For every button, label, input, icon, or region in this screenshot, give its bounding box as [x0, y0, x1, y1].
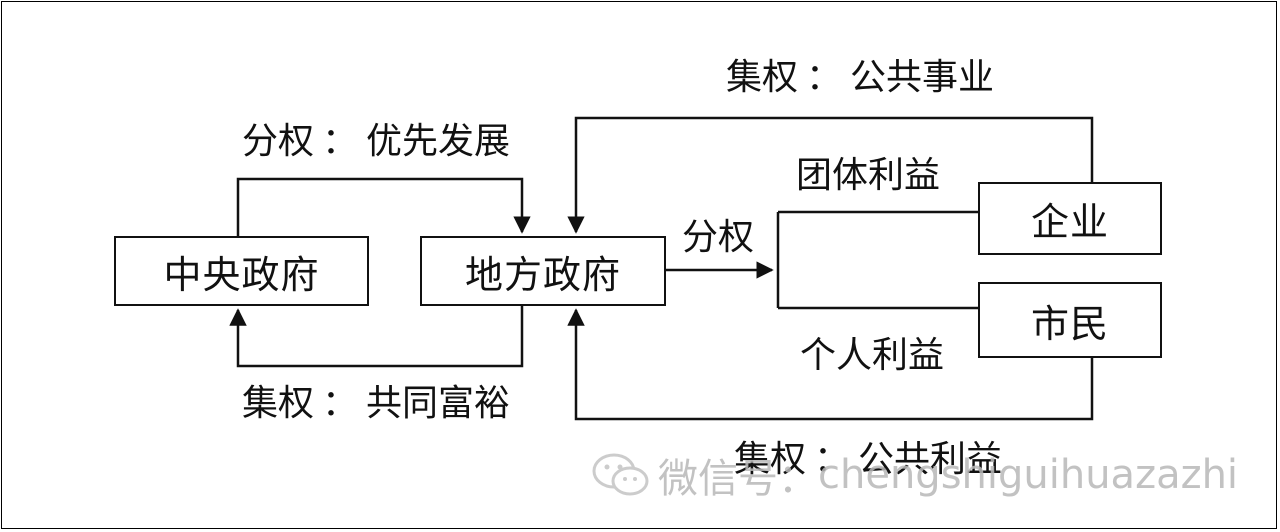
watermark-handle: chengshiguihuazazhi: [818, 452, 1239, 498]
node-citizen: 市民: [978, 282, 1162, 358]
arrow-local-to-central: [229, 306, 524, 368]
arrow-enterprise-to-local: [567, 116, 1094, 234]
node-enterprise: 企业: [978, 182, 1162, 255]
node-label: 中央政府: [163, 252, 320, 297]
node-local-government: 地方政府: [420, 236, 666, 306]
node-label: 企业: [1030, 200, 1109, 244]
arrow-central-to-local: [236, 177, 531, 236]
edge-label-centralize-prosperity: 集权：共同富裕: [242, 383, 511, 424]
branch-label-group-interest: 团体利益: [796, 155, 941, 196]
watermark-separator: ：: [778, 456, 818, 502]
edge-label-decentralize: 分权: [682, 217, 755, 258]
node-label: 市民: [1030, 301, 1109, 346]
branch-label-individual-interest: 个人利益: [800, 335, 945, 376]
node-central-government: 中央政府: [114, 236, 369, 306]
arrow-citizen-to-local: [567, 308, 1094, 421]
watermark: 微信号：chengshiguihuazazhi: [592, 446, 1238, 504]
node-label: 地方政府: [464, 252, 621, 297]
edge-label-centralize-public-affairs: 集权：公共事业: [726, 57, 995, 98]
edge-label-decentralize-priority: 分权：优先发展: [242, 121, 511, 162]
watermark-prefix: 微信号: [658, 456, 778, 502]
wechat-icon: [592, 453, 649, 496]
edge-label-centralize-public-interest: 集权：公共利益: [734, 439, 1003, 480]
